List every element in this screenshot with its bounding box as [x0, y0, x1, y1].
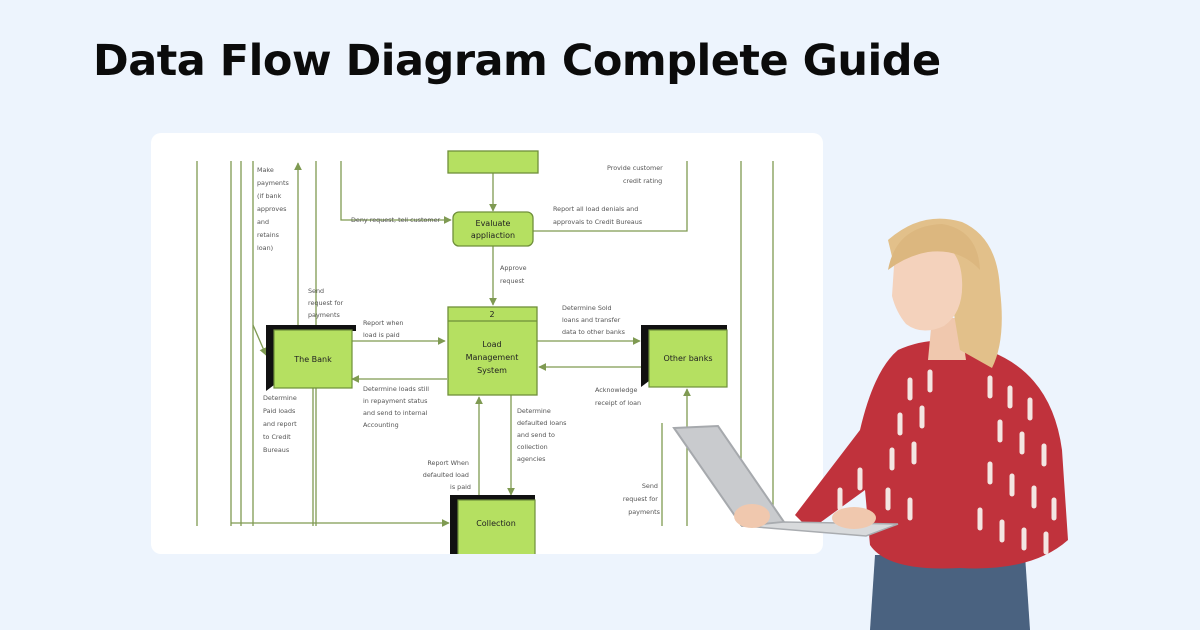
process-top-partial [447, 150, 539, 174]
entity-the-bank: The Bank [266, 325, 356, 391]
label-provide-rating: Provide customer credit rating [607, 164, 665, 185]
flow-labels: Make payments (if bank approves and reta… [257, 164, 665, 516]
shirt [795, 340, 1068, 569]
process-number: 2 [489, 310, 494, 319]
label-determine-sold: Determine Sold loans and transfer data t… [562, 304, 626, 336]
entity-bank-shape [273, 329, 353, 389]
diagram-card: Evaluate appliaction 2 Load Management S… [151, 133, 823, 554]
data-flow-diagram: Evaluate appliaction 2 Load Management S… [196, 150, 774, 554]
flow-bus-to-bank [252, 324, 267, 356]
hair-fringe [888, 224, 980, 270]
process-evaluate-line-1: Evaluate [476, 219, 511, 228]
label-send-request-right: Send request for payments [623, 482, 661, 516]
label-determine-repayment: Determine loads still in repayment statu… [363, 385, 431, 429]
process-load-management-shape [447, 306, 538, 396]
flow-report-denials [533, 161, 688, 232]
right-hand [832, 507, 876, 529]
entity-collection-shadow-left [450, 495, 458, 554]
page-title: Data Flow Diagram Complete Guide [93, 36, 941, 86]
label-make-payments: Make payments (if bank approves and reta… [257, 166, 291, 252]
person-with-laptop-photo [672, 218, 1068, 630]
entity-collection: Collection [450, 495, 536, 554]
label-approve-request: Approve request [500, 264, 529, 285]
entity-collection-label: Collection [476, 519, 516, 528]
label-deny-request: Deny request, tell customer [351, 216, 441, 224]
entity-other-shape [648, 329, 728, 388]
flow-deny-request [340, 161, 452, 224]
label-determine-defaulted: Determine defaulted loans and send to co… [517, 407, 569, 463]
process-evaluate: Evaluate appliaction [452, 211, 534, 247]
label-determine-paid: Determine Paid loads and report to Credi… [263, 394, 299, 454]
process-evaluate-shape [452, 211, 534, 247]
left-hand [734, 504, 770, 528]
entity-other-banks: Other banks [641, 325, 728, 388]
label-acknowledge-receipt: Acknowledge receipt of loan [595, 386, 641, 407]
process-main-line-1: Load [482, 340, 501, 349]
jeans [870, 555, 1030, 630]
label-send-request-left: Send request for payments [308, 287, 345, 319]
entity-other-shadow-left [641, 325, 649, 387]
entity-bank-shadow-left [266, 325, 274, 391]
process-evaluate-line-2: appliaction [471, 231, 515, 240]
entity-bank-label: The Bank [293, 355, 332, 364]
face [892, 240, 963, 331]
label-report-denials: Report all load denials and approvals to… [553, 205, 643, 226]
entity-collection-shape [457, 499, 536, 554]
process-load-management: 2 Load Management System [447, 306, 538, 396]
process-main-line-3: System [477, 366, 507, 375]
entity-other-label: Other banks [663, 354, 712, 363]
shirt-pattern [837, 369, 1057, 555]
label-report-when-paid: Report when load is paid [363, 319, 406, 339]
process-main-line-2: Management [466, 353, 519, 362]
label-report-defaulted: Report When defaulted load is paid [423, 459, 471, 491]
